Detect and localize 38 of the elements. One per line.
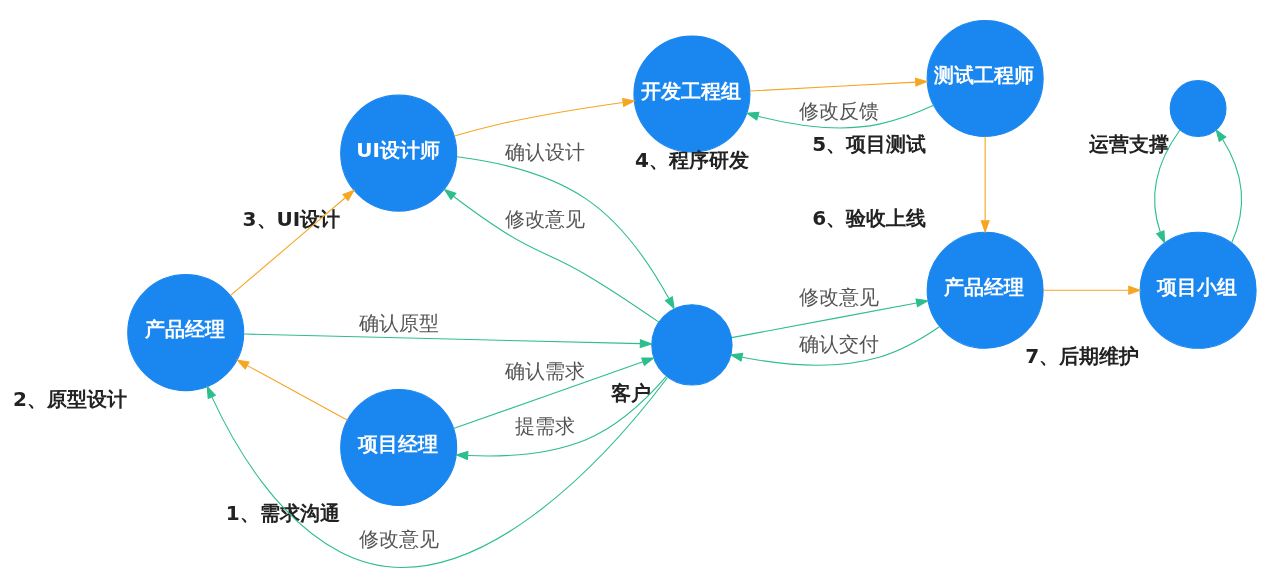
edge-label: 确认设计 bbox=[505, 139, 586, 164]
arrow bbox=[1042, 285, 1142, 295]
arrow bbox=[731, 297, 930, 338]
node-circle: 产品经理 bbox=[127, 273, 245, 391]
edge-label: 修改反馈 bbox=[798, 98, 879, 123]
node-label: 运营支撑 bbox=[1088, 131, 1169, 156]
edge-label: 修改意见 bbox=[798, 284, 879, 309]
edge-label: 确认交付 bbox=[798, 331, 879, 356]
edge-label: 修改意见 bbox=[358, 526, 439, 551]
edge-label: 确认原型 bbox=[358, 310, 439, 335]
arrow bbox=[243, 333, 654, 348]
arrow bbox=[1154, 128, 1181, 244]
edge-label: 修改意见 bbox=[505, 206, 586, 231]
edge-label: 确认需求 bbox=[505, 358, 586, 383]
node-label: 6、验收上线 bbox=[812, 205, 927, 230]
node-circle: 产品经理 bbox=[926, 231, 1044, 349]
node-label: 2、原型设计 bbox=[12, 386, 127, 411]
node-label: 5、项目测试 bbox=[812, 131, 927, 156]
arrow bbox=[749, 76, 929, 92]
edge-label: 提需求 bbox=[515, 413, 576, 438]
node-circle bbox=[1169, 79, 1227, 137]
arrow bbox=[729, 325, 940, 366]
arrow bbox=[235, 358, 349, 421]
arrow bbox=[452, 356, 656, 429]
arrow bbox=[980, 135, 990, 234]
arrow bbox=[456, 155, 675, 310]
node-label: 3、UI设计 bbox=[242, 206, 341, 231]
arrow bbox=[443, 188, 660, 323]
node-label: 客户 bbox=[610, 380, 651, 405]
node-circle: 项目经理 bbox=[340, 388, 458, 506]
arrow bbox=[229, 188, 356, 296]
node-circle bbox=[651, 303, 733, 386]
node-circle: 测试工程师 bbox=[926, 19, 1044, 137]
arrow bbox=[453, 97, 636, 137]
arrow bbox=[1215, 128, 1243, 243]
arrow bbox=[745, 104, 935, 128]
arrow bbox=[454, 375, 668, 460]
arrow bbox=[206, 376, 669, 568]
